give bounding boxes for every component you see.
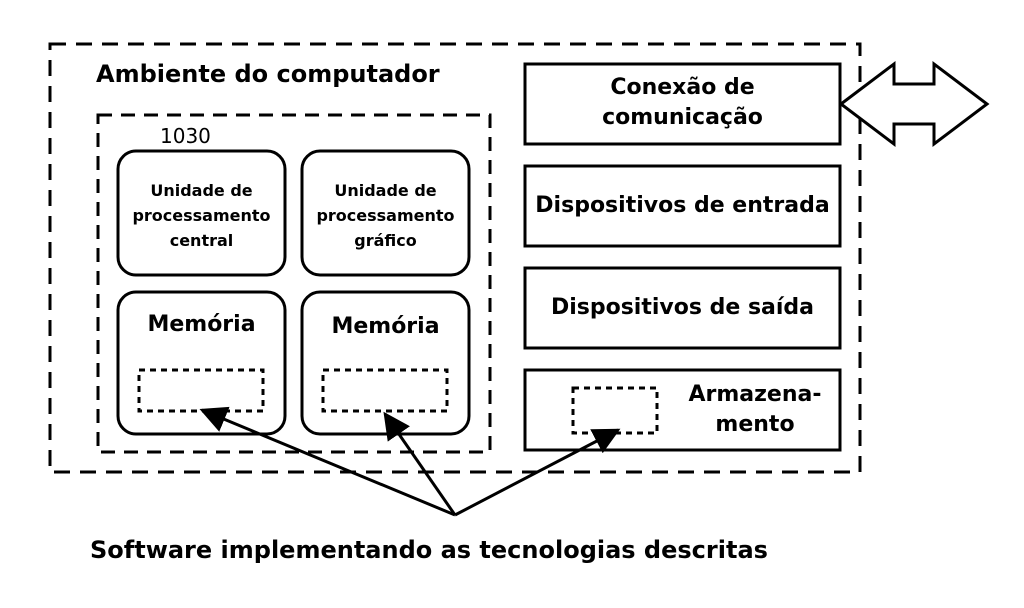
output-devices-label: Dispositivos de saída (550, 295, 815, 320)
memory-left-label: Memória (147, 312, 256, 337)
memory-right-software-slot (321, 368, 449, 413)
cpu-box (116, 149, 287, 277)
cpu-label: Unidade de processamento central (132, 181, 271, 250)
memory-left-box (116, 290, 287, 436)
output-devices-box (523, 266, 842, 350)
software-arrows (199, 406, 621, 517)
memory-left-software-slot (137, 368, 265, 413)
software-caption: Software implementando as tecnologias de… (90, 536, 768, 564)
storage-label: Armazena- mento (688, 382, 822, 437)
input-devices-box (523, 164, 842, 248)
computing-environment-border (48, 42, 862, 474)
storage-software-slot (571, 386, 659, 435)
gpu-box (300, 149, 471, 277)
gpu-label: Unidade de processamento gráfico (316, 181, 455, 250)
communication-double-arrow (838, 60, 990, 148)
memory-right-label: Memória (331, 314, 440, 339)
communication-label: Conexão de comunicação (602, 75, 763, 130)
processing-block-number: 1030 (160, 124, 211, 148)
processing-block-border (96, 113, 492, 454)
input-devices-label: Dispositivos de entrada (535, 193, 830, 218)
arrow-to-memory-left (199, 406, 456, 517)
arrow-to-storage (454, 428, 621, 517)
storage-box (523, 368, 842, 452)
arrow-to-memory-right (383, 411, 457, 516)
computing-environment-title: Ambiente do computador (96, 60, 440, 88)
